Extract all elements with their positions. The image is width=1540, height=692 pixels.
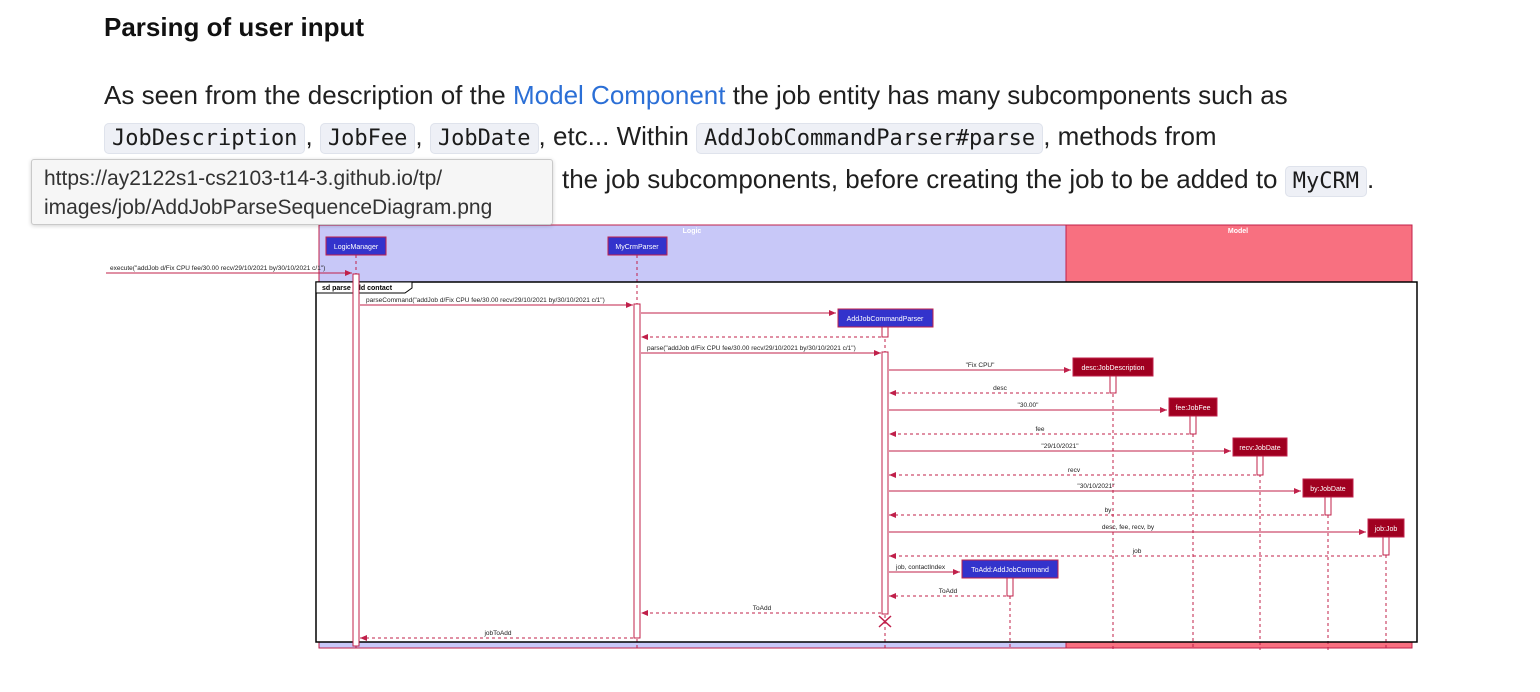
msg-to-add-return: ToAdd <box>939 588 958 595</box>
separator-2: , <box>415 121 430 151</box>
code-mycrm: MyCRM <box>1284 166 1367 197</box>
msg-execute: execute("addJob d/Fix CPU fee/30.00 recv… <box>110 265 325 272</box>
code-jobdescription: JobDescription <box>104 123 306 154</box>
sd-frame <box>315 281 1418 643</box>
lifelines <box>355 255 1387 650</box>
code-addjob-parse: AddJobCommandParser#parse <box>696 123 1044 154</box>
para-text-3: , etc... Within <box>538 121 697 151</box>
msg-by-return: by <box>1105 507 1113 514</box>
model-label: Model <box>1228 228 1248 235</box>
para-text-4: , methods from <box>1043 121 1217 151</box>
participant-recv <box>1232 437 1288 457</box>
para-text-5: the job subcomponents, before creating t… <box>562 164 1285 194</box>
participant-by-label: by:JobDate <box>1310 486 1346 493</box>
participant-fee <box>1168 397 1218 417</box>
msg-by-arg: "30/10/2021" <box>1077 483 1115 490</box>
para-text-6: . <box>1366 164 1375 194</box>
participant-to-add <box>961 559 1059 579</box>
code-jobdate: JobDate <box>429 123 539 154</box>
msg-to-add-args: job, contactIndex <box>895 564 946 571</box>
participant-fee-label: fee:JobFee <box>1175 405 1210 412</box>
participant-recv-label: recv:JobDate <box>1239 445 1280 452</box>
frame-background <box>316 282 1417 642</box>
msg-to-add-return-2: ToAdd <box>753 605 772 612</box>
msg-job-to-add: jobToAdd <box>483 630 511 637</box>
participant-by <box>1302 478 1354 498</box>
activation-bars <box>352 273 1390 647</box>
msg-fee-arg: "30.00" <box>1018 402 1040 409</box>
msg-job-return: job <box>1132 548 1142 555</box>
msg-parse: parse("addJob d/Fix CPU fee/30.00 recv/2… <box>647 345 856 352</box>
participant-add-job-parser <box>837 308 934 328</box>
msg-job-args: desc, fee, recv, by <box>1102 524 1155 531</box>
para-text-2: the job entity has many subcomponents su… <box>725 80 1288 110</box>
message-arrows <box>106 270 1382 641</box>
logic-label: Logic <box>683 228 702 235</box>
msg-fee-return: fee <box>1035 426 1044 433</box>
separator-1: , <box>305 121 320 151</box>
msg-recv-return: recv <box>1068 467 1081 474</box>
tooltip-line-2: images/job/AddJobParseSequenceDiagram.pn… <box>44 196 493 219</box>
section-heading: Parsing of user input <box>104 12 365 42</box>
participant-job <box>1367 518 1405 538</box>
participant-logic-manager-label: LogicManager <box>334 244 379 251</box>
participant-job-label: job:Job <box>1374 526 1398 533</box>
tooltip-line-1: https://ay2122s1-cs2103-t14-3.github.io/… <box>44 167 443 190</box>
msg-desc-return: desc <box>993 385 1007 392</box>
participant-to-add-label: ToAdd:AddJobCommand <box>971 567 1049 574</box>
participant-mycrm-parser-label: MyCrmParser <box>615 244 659 251</box>
model-component-link[interactable]: Model Component <box>513 80 726 110</box>
participant-add-job-parser-label: AddJobCommandParser <box>847 316 924 323</box>
para-text-1: As seen from the description of the <box>104 80 513 110</box>
sd-frame-tab <box>315 281 413 294</box>
msg-parse-command: parseCommand("addJob d/Fix CPU fee/30.00… <box>366 297 605 304</box>
msg-fix-cpu: "Fix CPU" <box>966 362 996 369</box>
url-tooltip: https://ay2122s1-cs2103-t14-3.github.io/… <box>31 159 553 225</box>
msg-recv-arg: "29/10/2021" <box>1041 443 1079 450</box>
code-jobfee: JobFee <box>319 123 416 154</box>
destroy-mark-icon <box>878 615 892 628</box>
description-paragraph: As seen from the description of the Mode… <box>104 75 1514 202</box>
participant-desc <box>1072 357 1154 377</box>
participant-desc-label: desc:JobDescription <box>1081 365 1144 372</box>
